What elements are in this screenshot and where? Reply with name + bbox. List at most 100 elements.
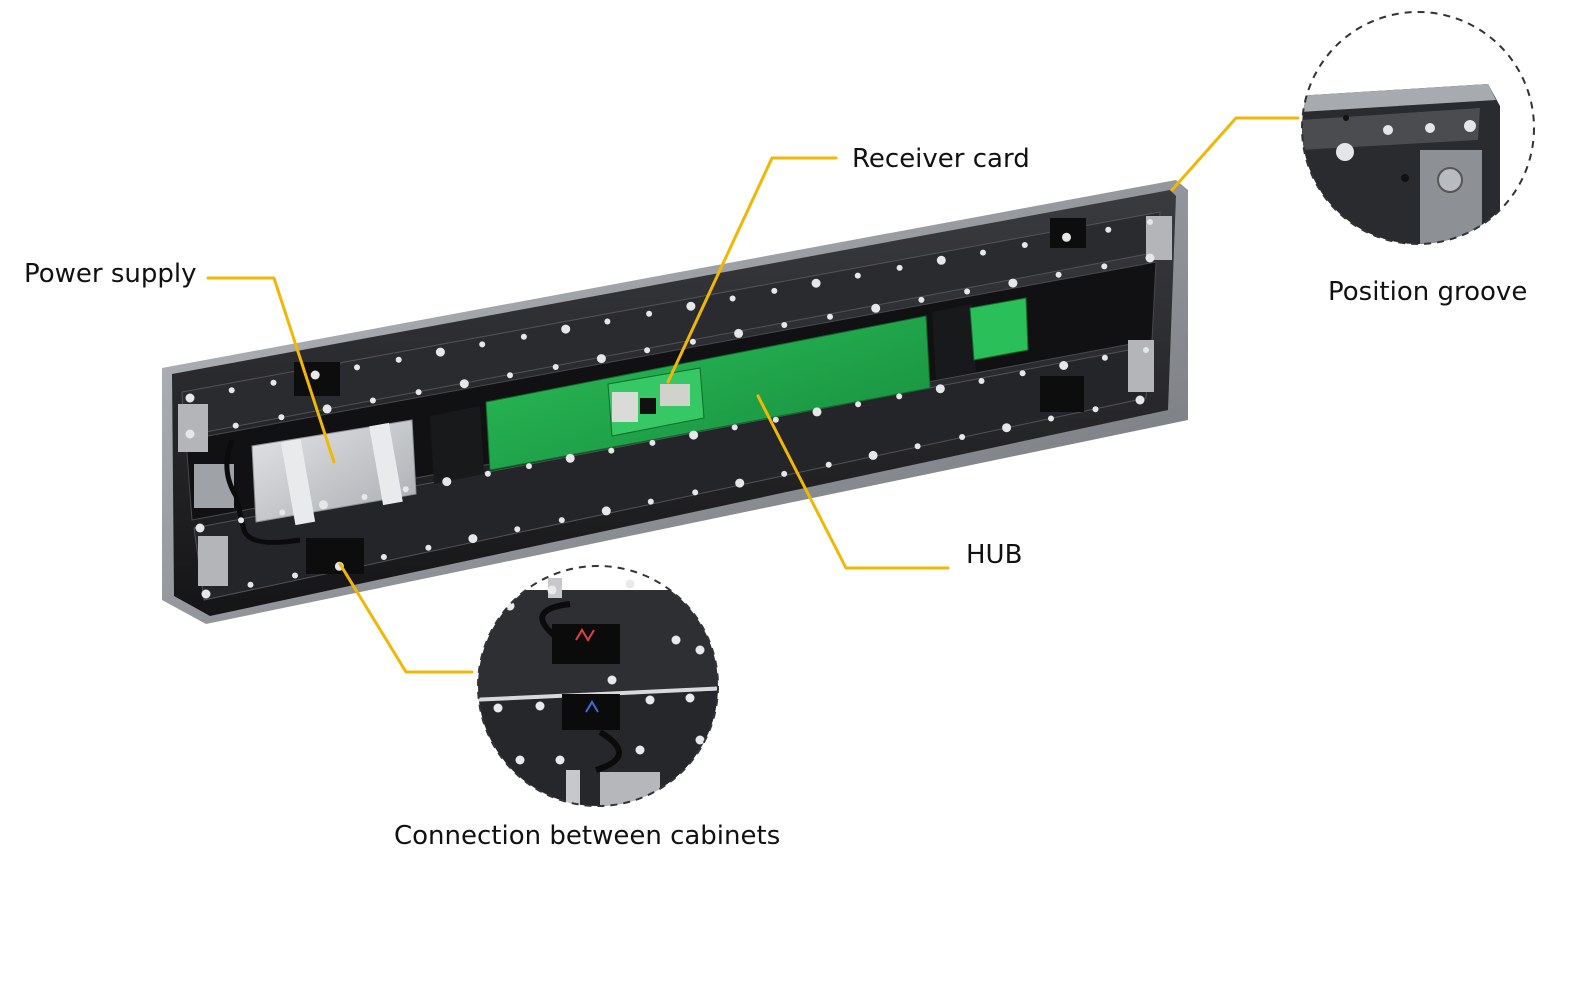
screw-hole — [964, 288, 971, 295]
screw-hole — [731, 424, 738, 431]
screw-hole — [185, 429, 195, 439]
screw-hole — [980, 249, 986, 256]
screw-hole — [914, 443, 921, 450]
screw-hole — [380, 554, 387, 560]
label-hub: HUB — [966, 540, 1022, 570]
cabinet-connector-top-right — [1050, 218, 1086, 248]
screw-hole — [547, 585, 557, 595]
screw-hole — [558, 517, 565, 524]
screw-hole — [871, 303, 881, 313]
screw-hole — [442, 477, 452, 487]
screw-hole — [936, 255, 946, 265]
screw-hole — [827, 313, 833, 320]
screw-hole — [185, 393, 195, 403]
screw-hole — [468, 534, 478, 544]
screw-hole — [402, 486, 409, 493]
screw-hole — [812, 407, 822, 417]
leader-hub — [756, 394, 950, 570]
screw-hole — [247, 581, 254, 588]
screw-hole — [689, 338, 696, 345]
screw-hole — [228, 387, 235, 394]
screw-hole — [555, 755, 565, 765]
screw-hole — [649, 439, 656, 446]
screw-hole — [238, 517, 245, 524]
leader-connection — [338, 562, 474, 674]
position-groove-zoom — [1301, 11, 1535, 245]
screw-hole — [459, 379, 469, 389]
screw-hole — [507, 372, 513, 379]
screw-hole — [692, 489, 699, 496]
screw-hole — [435, 347, 445, 357]
screw-hole — [561, 324, 571, 334]
screw-hole — [1019, 370, 1026, 377]
screw-hole — [1002, 423, 1012, 433]
screw-hole — [552, 364, 559, 370]
screw-hole — [361, 494, 368, 500]
position-groove-zoom-ring — [1301, 11, 1535, 245]
screw-hole — [1135, 395, 1145, 405]
screw-hole — [354, 364, 360, 371]
screw-hole — [978, 378, 985, 384]
screw-hole — [625, 579, 635, 589]
screw-hole — [395, 356, 402, 363]
screw-hole — [310, 370, 320, 380]
screw-hole — [1105, 226, 1112, 233]
screw-hole — [318, 500, 328, 510]
hub-board — [485, 315, 931, 471]
screw-hole — [635, 745, 645, 755]
hub-connector-left — [430, 406, 484, 484]
screw-hole — [695, 645, 705, 655]
label-connection-between-cabinets: Connection between cabinets — [394, 821, 780, 851]
screw-hole — [825, 461, 832, 468]
screw-hole — [292, 572, 298, 579]
screw-hole — [270, 379, 277, 386]
screw-hole — [896, 264, 903, 271]
screw-hole — [1062, 232, 1071, 242]
connection-zoom-ring — [477, 565, 719, 807]
screw-hole — [647, 498, 654, 505]
screw-hole — [1101, 354, 1108, 361]
screw-hole — [671, 635, 681, 645]
screw-hole — [1101, 263, 1108, 270]
screw-hole — [425, 544, 432, 551]
hub-connector-right — [932, 304, 976, 380]
screw-hole — [195, 523, 205, 533]
screw-hole — [201, 589, 211, 599]
screw-hole — [935, 384, 945, 394]
led-cabinet — [162, 180, 1188, 624]
connection-zoom — [477, 565, 719, 807]
screw-hole — [484, 470, 491, 477]
screw-hole — [493, 703, 503, 713]
corner-bracket-bottom-left — [198, 536, 228, 586]
screw-hole — [1021, 242, 1028, 248]
label-power-supply: Power supply — [24, 259, 197, 289]
screw-hole — [695, 735, 705, 745]
screw-hole — [604, 318, 611, 325]
screw-hole — [479, 341, 486, 348]
screw-hole — [279, 509, 286, 516]
screw-hole — [514, 526, 521, 533]
screw-hole — [646, 310, 653, 317]
screw-hole — [415, 389, 422, 396]
cabinet-connector-bottom — [306, 538, 364, 574]
screw-hole — [601, 506, 611, 516]
screw-hole — [868, 450, 878, 460]
screw-hole — [772, 416, 779, 423]
screw-hole — [959, 434, 966, 440]
screw-hole — [1145, 253, 1155, 263]
leader-position-groove — [1170, 116, 1300, 192]
screw-hole — [535, 701, 545, 711]
screw-hole — [735, 478, 745, 488]
screw-hole — [854, 272, 861, 279]
screw-hole — [645, 695, 655, 705]
screw-hole — [565, 453, 575, 463]
screw-hole — [855, 401, 862, 408]
receiver-card — [607, 367, 705, 437]
label-receiver-card: Receiver card — [852, 144, 1030, 174]
screw-hole — [515, 755, 525, 765]
leader-power-supply — [206, 276, 336, 464]
screw-hole — [1143, 347, 1149, 353]
screw-hole — [322, 404, 332, 414]
cabinet-connector-right — [1040, 376, 1084, 412]
